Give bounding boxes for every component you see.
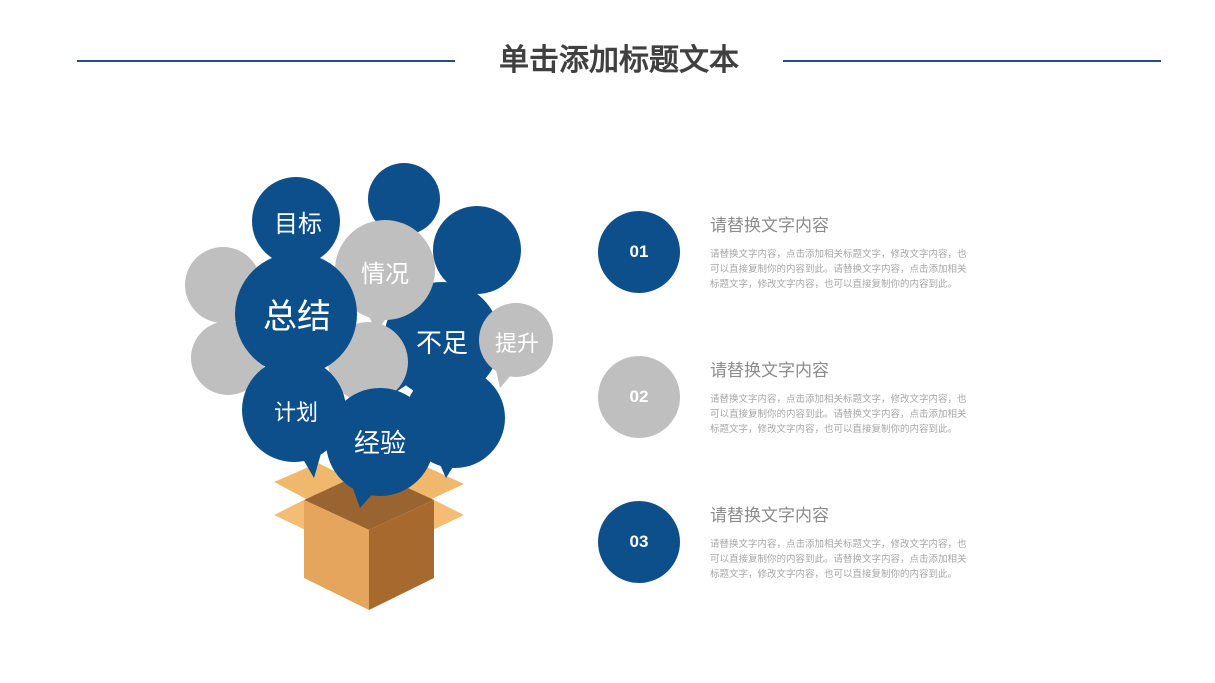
bubble-improve-label: 提升	[495, 332, 539, 357]
item-body-01[interactable]: 请替换文字内容，点击添加相关标题文字，修改文字内容，也可以直接复制你的内容到此。…	[710, 249, 967, 290]
number-badge-03: 03	[598, 501, 680, 583]
bubble-plan: 计划	[242, 358, 346, 478]
bubble-summary-label: 总结	[263, 297, 331, 337]
item-body-03[interactable]: 请替换文字内容，点击添加相关标题文字，修改文字内容，也可以直接复制你的内容到此。…	[710, 539, 967, 580]
bubble-plan-label: 计划	[274, 401, 318, 426]
number-badge-01: 01	[598, 211, 680, 293]
bubble-situation: 情况	[335, 220, 435, 332]
bubble-target: 目标	[252, 177, 340, 276]
number-badge-02: 02	[598, 356, 680, 438]
title-line-right	[783, 60, 1161, 62]
item-heading-01[interactable]: 请替换文字内容	[710, 216, 829, 236]
title-line-left	[77, 60, 455, 62]
list-item-01: 01 请替换文字内容 请替换文字内容，点击添加相关标题文字，修改文字内容，也可以…	[598, 211, 978, 293]
bubble-experience: 经验	[326, 388, 434, 508]
page-title[interactable]: 单击添加标题文本	[499, 43, 739, 78]
balloon-box-illustration: 目标 不足 提升 情况 总结 计划 经验	[185, 163, 553, 610]
list-item-03: 03 请替换文字内容 请替换文字内容，点击添加相关标题文字，修改文字内容，也可以…	[598, 501, 978, 583]
list-item-02: 02 请替换文字内容 请替换文字内容，点击添加相关标题文字，修改文字内容，也可以…	[598, 356, 978, 438]
item-heading-03[interactable]: 请替换文字内容	[710, 506, 829, 526]
item-heading-02[interactable]: 请替换文字内容	[710, 361, 829, 381]
bubble-experience-label: 经验	[354, 429, 406, 459]
bubble-improve: 提升	[479, 303, 553, 388]
bubble-situation-label: 情况	[361, 260, 409, 288]
bubble-shortcoming-label: 不足	[416, 329, 468, 359]
bubble-target-label: 目标	[274, 210, 322, 238]
item-body-02[interactable]: 请替换文字内容，点击添加相关标题文字，修改文字内容，也可以直接复制你的内容到此。…	[710, 394, 967, 435]
